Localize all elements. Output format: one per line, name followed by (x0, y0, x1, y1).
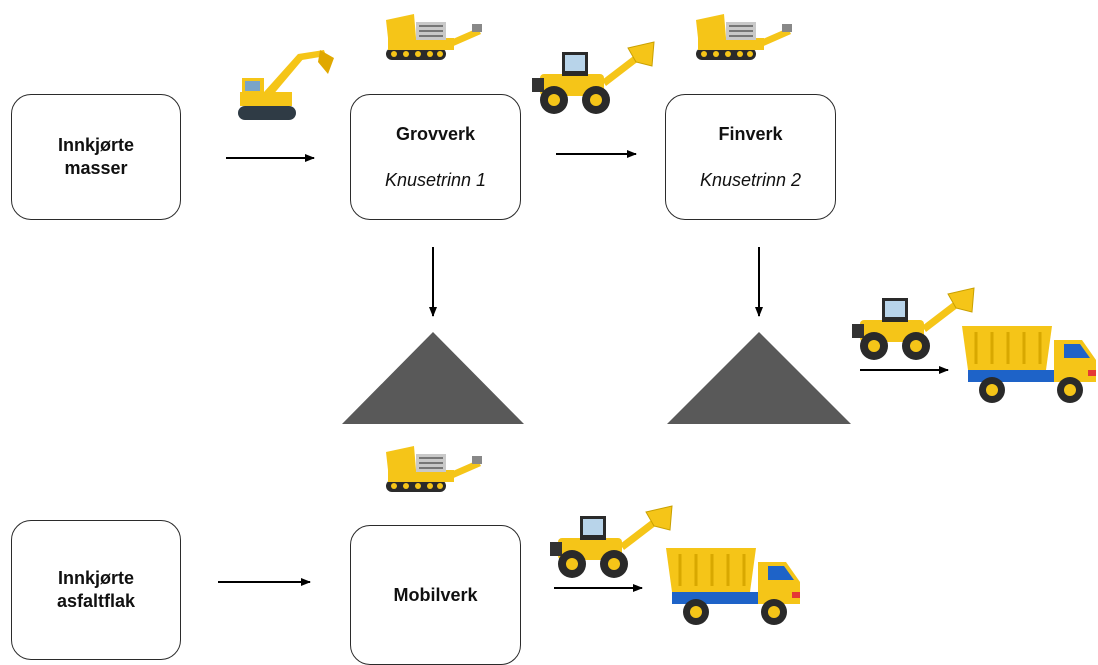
wheel-loader-icon (851, 287, 975, 361)
wheel-loader-icon (531, 41, 655, 115)
flow-diagram (218, 13, 1098, 627)
node-title: Innkjørte (57, 135, 134, 155)
dump-truck-icon (664, 546, 802, 627)
crusher-icon (695, 13, 793, 61)
stockpile-icon (667, 332, 851, 424)
node-title: Grovverk (395, 124, 476, 144)
node-title: Finverk (718, 124, 783, 144)
crusher-icon (385, 13, 483, 61)
node-title: asfaltflak (56, 591, 136, 611)
node-finverk: Finverk Knusetrinn 2 (665, 94, 836, 220)
node-title: masser (64, 158, 128, 178)
node-title: Mobilverk (393, 584, 478, 605)
stockpile-icon (342, 332, 524, 424)
wheel-loader-icon (549, 505, 673, 579)
dump-truck-icon (960, 324, 1098, 405)
crusher-icon (385, 445, 483, 493)
node-subtitle: Knusetrinn 1 (384, 170, 487, 190)
node-title: Innkjørte (57, 568, 134, 588)
node-grovverk: Grovverk Knusetrinn 1 (350, 94, 521, 220)
node-innkjorte-masser: Innkjørte masser (11, 94, 181, 220)
node-innkjorte-asfaltflak: Innkjørte asfaltflak (11, 520, 181, 660)
node-subtitle: Knusetrinn 2 (699, 170, 802, 190)
node-mobilverk: Mobilverk (350, 525, 521, 665)
excavator-icon (238, 50, 334, 120)
